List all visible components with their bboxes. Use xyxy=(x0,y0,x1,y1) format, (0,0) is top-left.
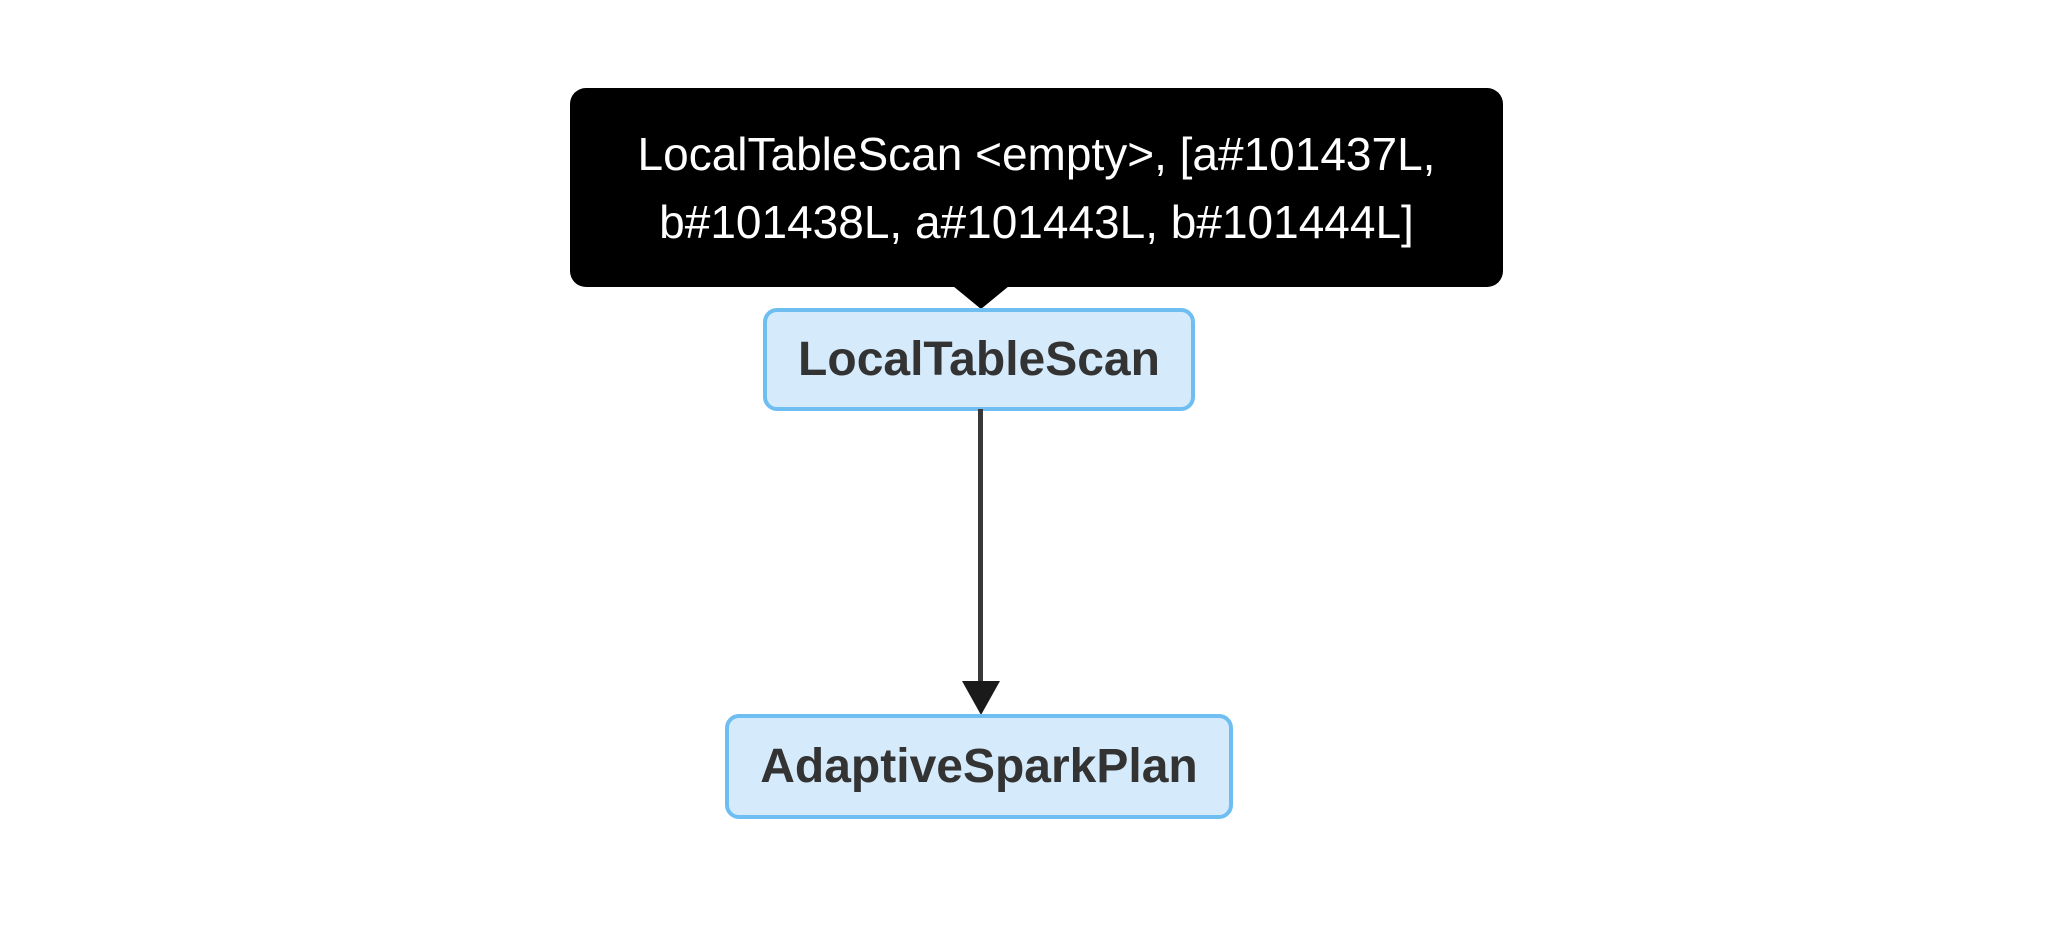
plan-node-localtablescan[interactable]: LocalTableScan xyxy=(763,308,1195,411)
plan-node-label: LocalTableScan xyxy=(798,333,1160,386)
plan-node-label: AdaptiveSparkPlan xyxy=(760,740,1198,793)
edge-arrowhead-icon xyxy=(962,681,1000,715)
tooltip-caret-icon xyxy=(953,286,1009,309)
plan-node-adaptivesparkplan[interactable]: AdaptiveSparkPlan xyxy=(725,714,1233,819)
plan-node-tooltip: LocalTableScan <empty>, [a#101437L, b#10… xyxy=(570,88,1503,287)
tooltip-text: LocalTableScan <empty>, [a#101437L, b#10… xyxy=(637,127,1436,248)
edge-line xyxy=(978,409,983,682)
